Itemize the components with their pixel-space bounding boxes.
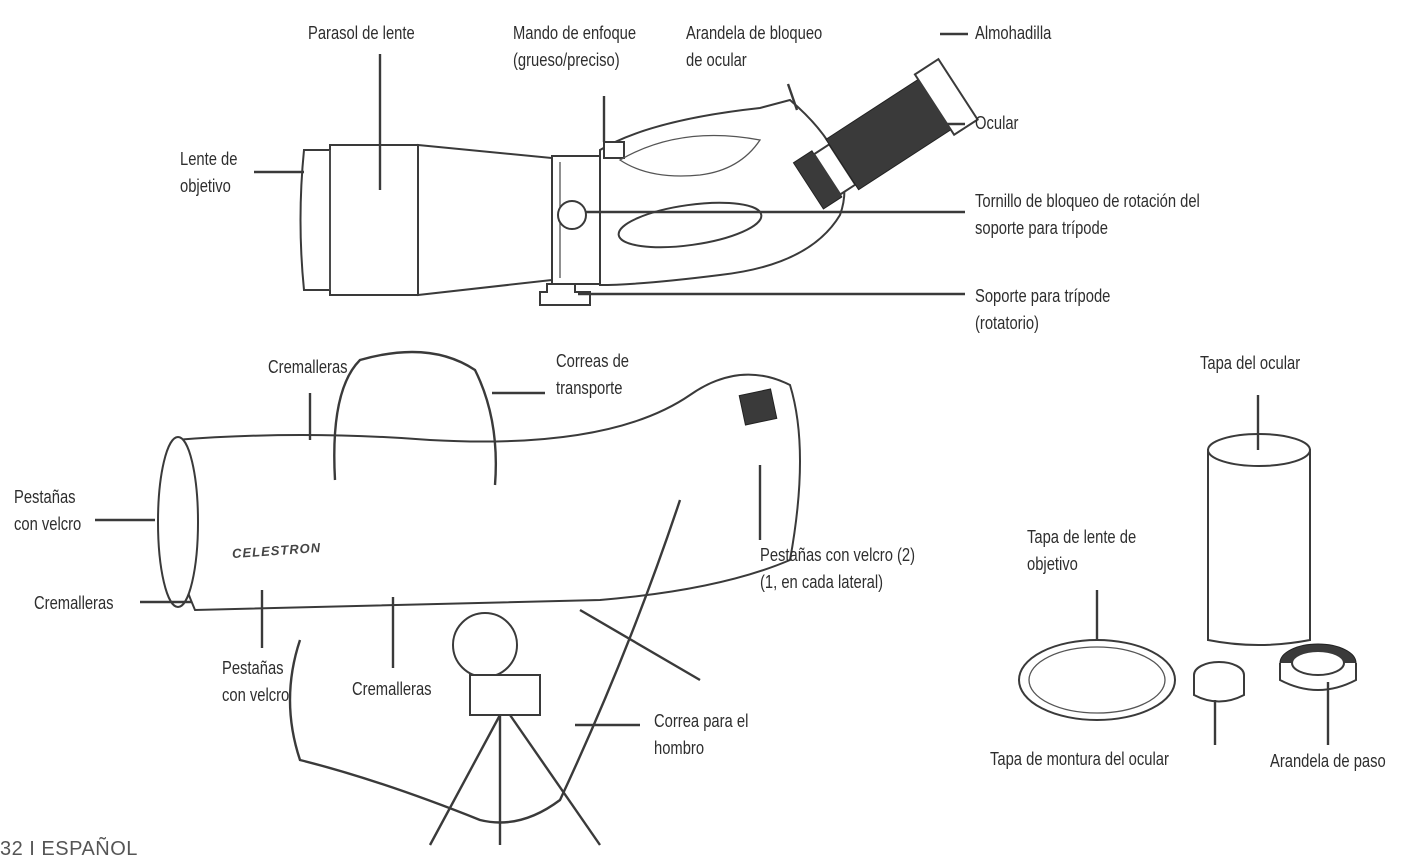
- focus-knob: [603, 141, 625, 159]
- spotting-scope: [299, 57, 979, 306]
- label-eyepiece-cap: Tapa del ocular: [1200, 353, 1301, 373]
- logo-oval: [617, 201, 763, 249]
- label-focus-knob: Mando de enfoque(grueso/preciso): [513, 23, 637, 70]
- label-eyepiece: Ocular: [975, 113, 1019, 133]
- prism-housing: [599, 98, 846, 287]
- label-eyecup: Almohadilla: [975, 23, 1052, 43]
- label-zippers-top: Cremalleras: [268, 357, 348, 377]
- lens-hood: [329, 144, 419, 296]
- main-barrel: [417, 143, 553, 297]
- shoulder-strap: [288, 499, 682, 824]
- objective-lens-cap: [1018, 639, 1176, 721]
- label-zippers-left: Cremalleras: [34, 593, 114, 613]
- label-tripod-mount: Soporte para trípode(rotatorio): [975, 286, 1111, 333]
- case-body: [169, 373, 801, 612]
- tripod: [428, 608, 701, 846]
- velcro-patch: [738, 388, 778, 426]
- label-step-ring: Arandela de paso: [1270, 751, 1386, 771]
- label-lens-hood: Parasol de lente: [308, 23, 415, 43]
- eyepiece-cap: [1207, 449, 1311, 646]
- carry-handle: [333, 350, 498, 486]
- case-front-opening: [157, 436, 199, 608]
- label-velcro-tabs-side: Pestañas con velcro (2)(1, en cada later…: [760, 545, 916, 592]
- label-zippers-bottom: Cremalleras: [352, 679, 432, 699]
- tripod-mount-foot: [539, 283, 591, 306]
- eyecup: [913, 57, 979, 137]
- objective-lens-ring: [299, 149, 331, 291]
- leader-lines: [95, 32, 1330, 745]
- page-footer: 32 I ESPAÑOL: [0, 838, 138, 860]
- carry-case: [157, 350, 801, 824]
- rotation-lock-screw: [557, 200, 587, 230]
- label-eyepiece-mount-cap: Tapa de montura del ocular: [990, 749, 1169, 769]
